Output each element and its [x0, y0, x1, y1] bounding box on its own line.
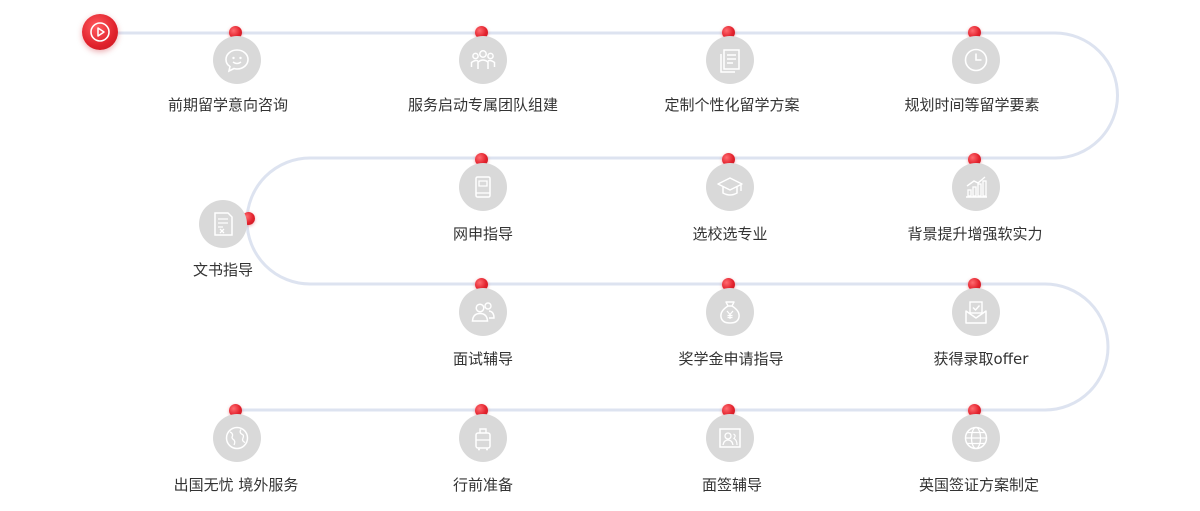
play-icon [90, 22, 110, 42]
step-marker [968, 278, 981, 291]
clock-icon [952, 36, 1000, 84]
step-label: 网申指导 [452, 225, 513, 243]
step-label: 面试辅导 [452, 350, 513, 368]
step-label: 英国签证方案制定 [918, 476, 1039, 494]
step-marker [475, 26, 488, 39]
money-bag-icon [706, 288, 754, 336]
step-label: 规划时间等留学要素 [904, 96, 1040, 114]
step-label: 面签辅导 [701, 476, 762, 494]
step-label: 出国无忧 境外服务 [173, 476, 299, 494]
growth-chart-icon [952, 163, 1000, 211]
start-play-button[interactable] [82, 14, 118, 50]
step-marker [968, 26, 981, 39]
step-marker [475, 153, 488, 166]
step-marker [475, 404, 488, 417]
document-edit-icon [199, 200, 247, 248]
step-label: 服务启动专属团队组建 [407, 96, 558, 114]
step-marker [968, 153, 981, 166]
document-stack-icon [706, 36, 754, 84]
step-marker [722, 404, 735, 417]
step-label: 定制个性化留学方案 [664, 96, 800, 114]
luggage-icon [459, 414, 507, 462]
step-marker [229, 404, 242, 417]
people-icon [459, 288, 507, 336]
step-label: 奖学金申请指导 [678, 350, 784, 368]
step-label: 行前准备 [452, 476, 513, 494]
step-marker [475, 278, 488, 291]
graduation-cap-icon [706, 163, 754, 211]
step-label: 选校选专业 [692, 225, 768, 243]
portrait-icon [706, 414, 754, 462]
globe-icon [952, 414, 1000, 462]
step-label: 文书指导 [192, 261, 253, 279]
step-label: 获得录取offer [933, 350, 1029, 368]
step-marker [722, 153, 735, 166]
step-marker [229, 26, 242, 39]
world-icon [213, 414, 261, 462]
step-label: 背景提升增强软实力 [907, 225, 1043, 243]
offer-envelope-icon [952, 288, 1000, 336]
step-marker [722, 26, 735, 39]
book-icon [459, 163, 507, 211]
step-marker [968, 404, 981, 417]
chat-smile-icon [213, 36, 261, 84]
team-icon [459, 36, 507, 84]
step-label: 前期留学意向咨询 [167, 96, 288, 114]
step-marker [722, 278, 735, 291]
